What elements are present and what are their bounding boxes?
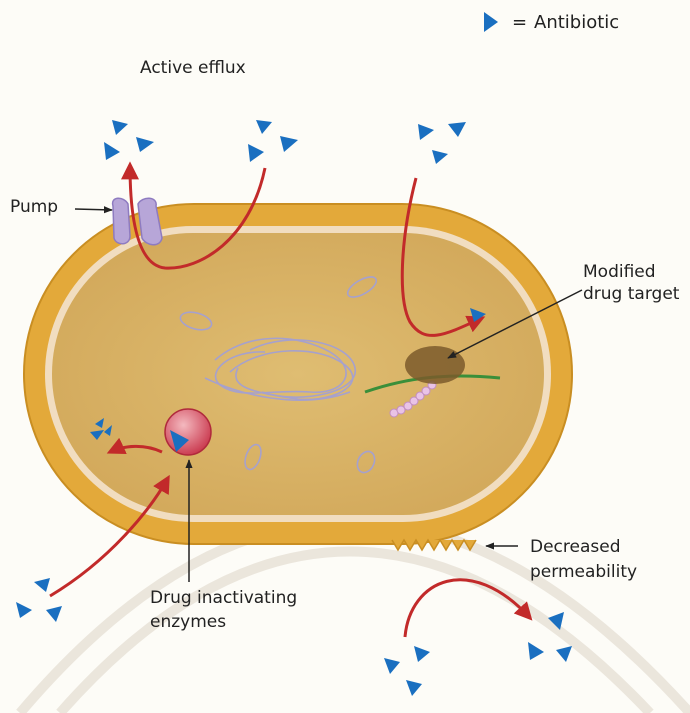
legend-antibiotic-icon xyxy=(484,12,498,32)
modified-drug-target xyxy=(405,346,465,384)
inactivating-enzymes-label-line2: enzymes xyxy=(150,612,226,632)
blocked-entry-arrow xyxy=(405,580,530,637)
inactivating-enzyme xyxy=(165,409,211,455)
pump-pointer xyxy=(75,209,112,210)
active-efflux-label: Active efflux xyxy=(140,58,246,78)
pump-label: Pump xyxy=(10,197,58,217)
cytoplasm xyxy=(52,233,544,515)
decreased-permeability-label-line1: Decreased xyxy=(530,537,621,557)
inactivating-enzymes-label-line1: Drug inactivating xyxy=(150,588,297,608)
modified-target-label-line2: drug target xyxy=(583,284,679,304)
legend-antibiotic-label: Antibiotic xyxy=(534,12,619,34)
legend-equals: = xyxy=(512,12,527,34)
modified-target-label-line1: Modified xyxy=(583,262,656,282)
decreased-permeability-label-line2: permeability xyxy=(530,562,637,582)
